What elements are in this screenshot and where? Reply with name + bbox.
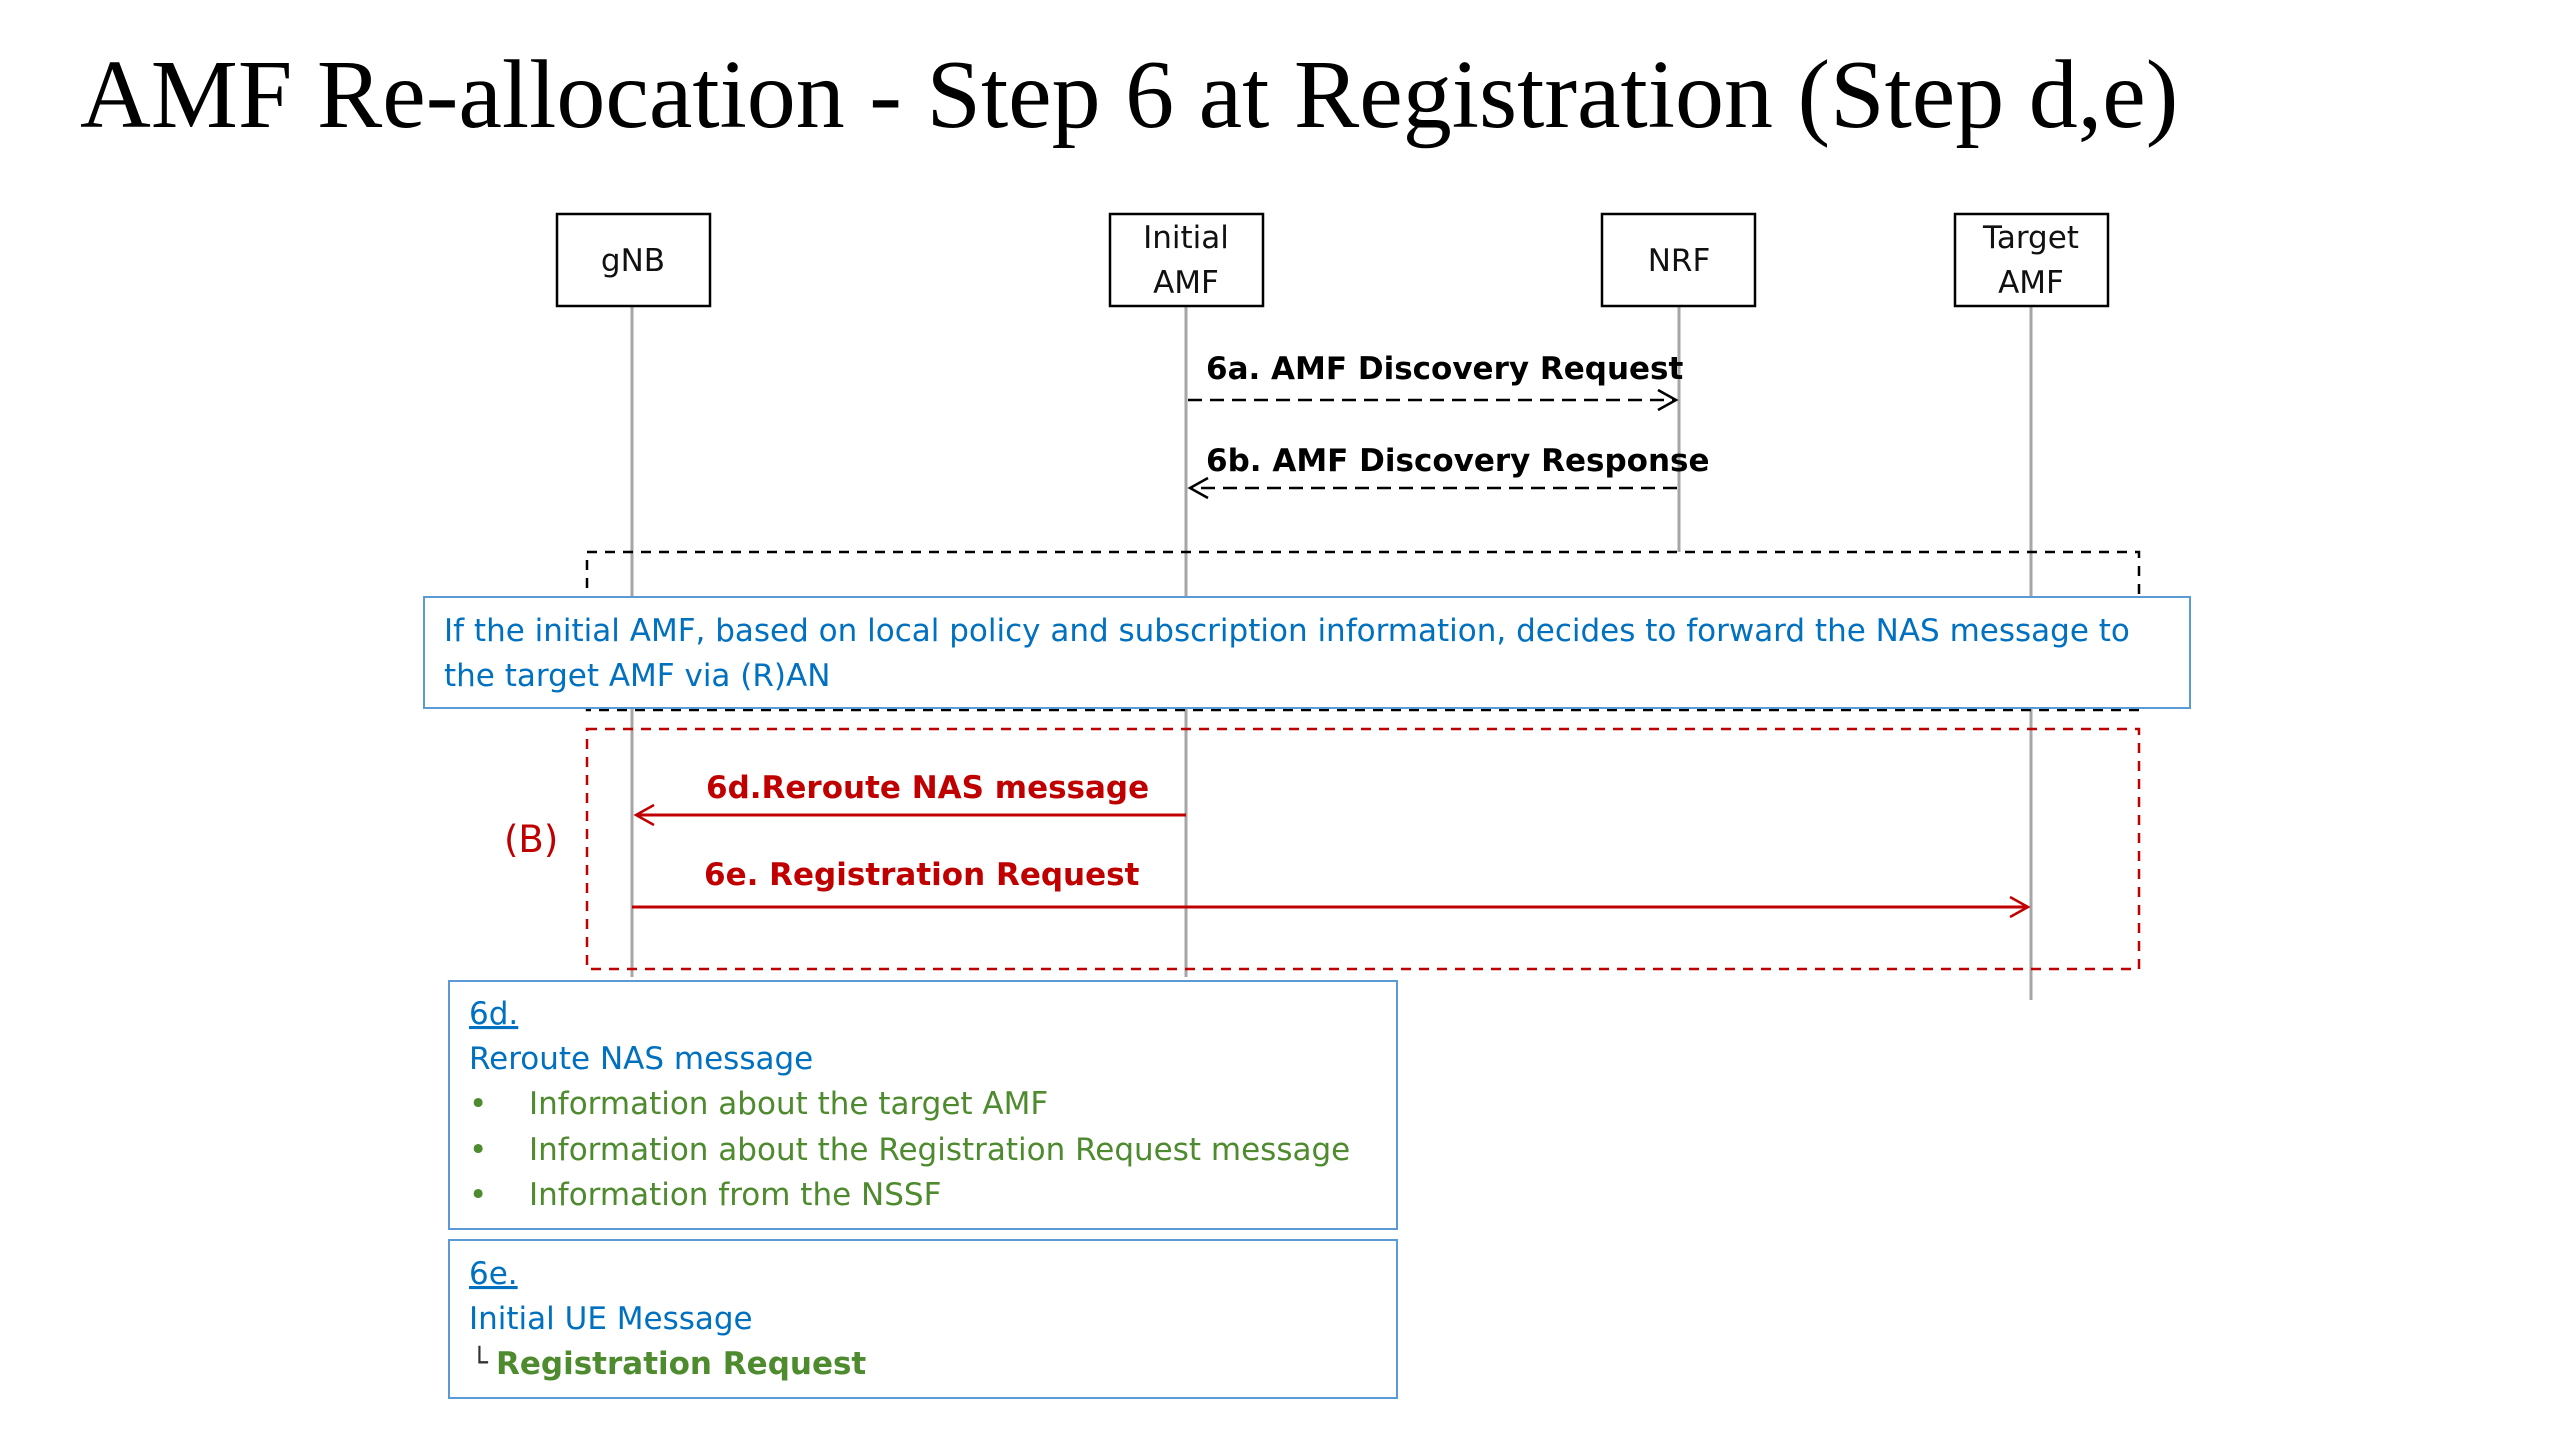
- entity-initial-amf-label-line1: Initial: [1143, 220, 1229, 256]
- note-6e: 6e. Initial UE Message └ Registration Re…: [448, 1239, 1398, 1399]
- condition-note: If the initial AMF, based on local polic…: [423, 596, 2191, 709]
- note-6d-bullet-3: Information from the NSSF: [529, 1177, 941, 1213]
- message-6d-label: 6d.Reroute NAS message: [706, 770, 1149, 806]
- condition-frame: [585, 550, 2141, 712]
- slide-title: AMF Re-allocation - Step 6 at Registrati…: [80, 41, 2179, 149]
- entity-target-amf-label-line1: Target: [1982, 220, 2079, 256]
- message-6b-label: 6b. AMF Discovery Response: [1206, 443, 1710, 479]
- note-6d-title: Reroute NAS message: [469, 1041, 813, 1077]
- message-6e-label: 6e. Registration Request: [704, 857, 1140, 893]
- message-6a-label: 6a. AMF Discovery Request: [1206, 351, 1684, 387]
- entity-initial-amf: Initial AMF: [1108, 212, 1265, 308]
- condition-note-line1: If the initial AMF, based on local polic…: [444, 613, 2130, 649]
- note-6e-item: Registration Request: [496, 1346, 866, 1382]
- note-6e-corner-marker: └: [471, 1345, 488, 1379]
- entity-initial-amf-label-line2: AMF: [1153, 265, 1219, 301]
- group-b-label: (B): [504, 818, 558, 861]
- note-6d-heading: 6d.: [469, 996, 518, 1032]
- note-6d-bullet-marker-1: •: [469, 1086, 487, 1122]
- note-6d-bullet-marker-2: •: [469, 1132, 487, 1168]
- entity-gnb: gNB: [555, 212, 712, 308]
- condition-note-line2: the target AMF via (R)AN: [444, 658, 830, 694]
- note-6d-bullet-marker-3: •: [469, 1177, 487, 1213]
- entity-nrf-label: NRF: [1648, 243, 1711, 279]
- note-6d-bullet-1: Information about the target AMF: [529, 1086, 1048, 1122]
- note-6d-bullet-2: Information about the Registration Reque…: [529, 1132, 1350, 1168]
- entity-nrf: NRF: [1600, 212, 1757, 308]
- note-6e-heading: 6e.: [469, 1256, 518, 1292]
- note-6d: 6d. Reroute NAS message • Information ab…: [448, 980, 1398, 1230]
- group-b-frame: [585, 727, 2141, 971]
- entity-gnb-label: gNB: [601, 243, 665, 279]
- entity-target-amf-label-line2: AMF: [1998, 265, 2064, 301]
- note-6e-title: Initial UE Message: [469, 1301, 753, 1337]
- entity-target-amf: Target AMF: [1953, 212, 2110, 308]
